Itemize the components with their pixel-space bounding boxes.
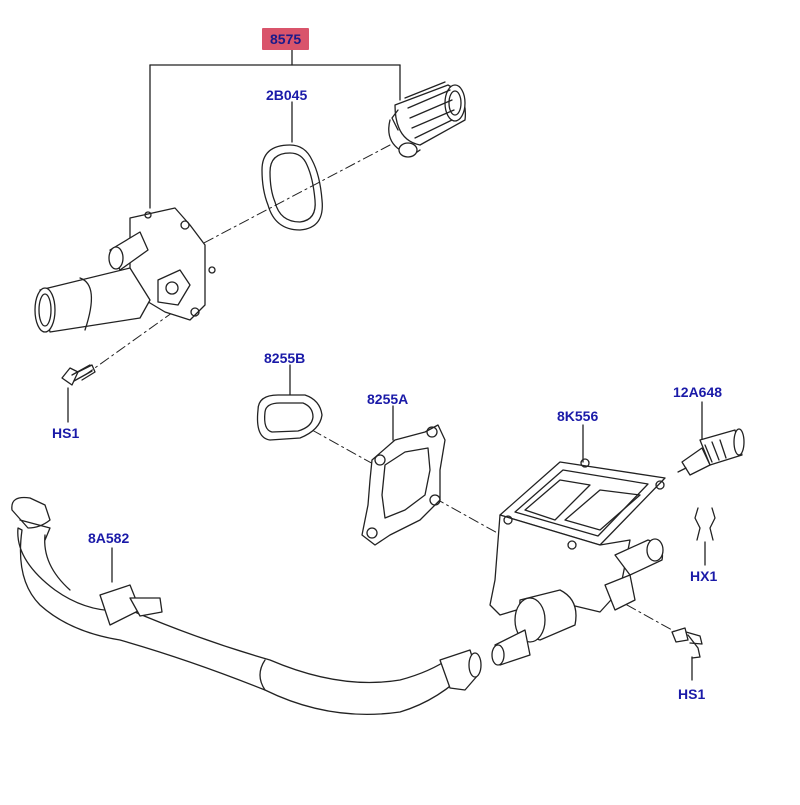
gasket-2b045 [261, 101, 323, 231]
callout-hs1-lower: HS1 [678, 686, 706, 702]
callout-hs1-upper: HS1 [52, 425, 80, 441]
sensor-12a648 [677, 401, 745, 476]
gasket-8255a [361, 405, 446, 546]
gasket-8255b [256, 364, 323, 441]
hose-8a582 [11, 496, 482, 716]
bracket-8575 [149, 49, 401, 209]
callout-8575: 8575 [262, 28, 310, 50]
connector-hx1 [694, 507, 716, 566]
callout-2b045: 2B045 [266, 87, 308, 103]
thermostat-element [388, 81, 467, 158]
callout-8k556: 8K556 [557, 408, 599, 424]
bolt-lower [671, 627, 703, 681]
callout-12a648: 12A648 [673, 384, 723, 400]
callout-8a582: 8A582 [88, 530, 130, 546]
housing-upper [34, 207, 216, 333]
callout-hx1: HX1 [690, 568, 718, 584]
bolt-upper [61, 364, 96, 423]
callout-8255a: 8255A [367, 391, 409, 407]
housing-8k556 [489, 424, 666, 666]
callout-8255b: 8255B [264, 350, 306, 366]
